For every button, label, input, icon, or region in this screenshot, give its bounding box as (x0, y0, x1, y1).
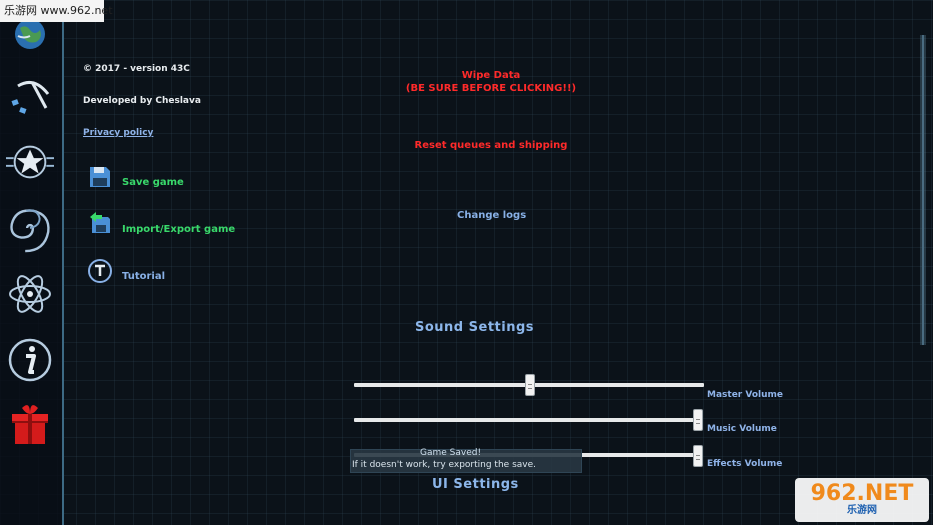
change-logs-button[interactable]: Change logs (457, 210, 527, 221)
wipe-data-button[interactable]: Wipe Data (461, 70, 521, 81)
developer-text: Developed by Cheslava (83, 96, 201, 106)
planet-icon[interactable] (6, 8, 54, 56)
gift-icon[interactable] (6, 400, 54, 448)
watermark-sub: 乐游网 (847, 505, 877, 516)
ui-settings-title: UI Settings (432, 477, 519, 492)
import-export-icon[interactable] (88, 211, 114, 237)
save-game-button[interactable]: Save game (122, 177, 184, 188)
effects-volume-thumb[interactable] (693, 445, 703, 467)
galaxy-icon[interactable] (6, 204, 54, 253)
watermark-main: 962.NET (810, 481, 914, 506)
effects-volume-label: Effects Volume (707, 459, 783, 469)
tutorial-button[interactable]: Tutorial (122, 271, 166, 282)
music-volume-label: Music Volume (707, 424, 777, 434)
tutorial-icon[interactable] (87, 258, 115, 286)
music-volume-track[interactable] (354, 418, 700, 422)
scrollbar-track[interactable] (922, 35, 924, 345)
sidebar-divider (62, 0, 64, 525)
toast-body: If it doesn't work, try exporting the sa… (352, 460, 536, 470)
watermark-top: 乐游网 www.962.net (0, 0, 113, 22)
reset-queues-button[interactable]: Reset queues and shipping (414, 140, 568, 151)
master-volume-label: Master Volume (707, 390, 783, 400)
mining-icon[interactable] (6, 70, 54, 118)
wipe-data-warning[interactable]: (BE SURE BEFORE CLICKING!!) (405, 83, 577, 94)
save-icon[interactable] (88, 165, 114, 191)
toast-title: Game Saved! (420, 448, 482, 458)
import-export-button[interactable]: Import/Export game (122, 224, 236, 235)
sound-settings-title: Sound Settings (415, 320, 534, 335)
star-badge-icon[interactable] (6, 138, 54, 186)
info-icon[interactable] (6, 336, 54, 384)
master-volume-thumb[interactable] (525, 374, 535, 396)
sidebar (0, 0, 62, 525)
music-volume-thumb[interactable] (693, 409, 703, 431)
atom-icon[interactable] (6, 270, 54, 318)
copyright-text: © 2017 - version 43C (83, 64, 190, 74)
save-toast (350, 449, 582, 473)
privacy-policy-link[interactable]: Privacy policy (83, 128, 154, 138)
watermark-bottom: 962.NET 乐游网 (795, 478, 929, 522)
